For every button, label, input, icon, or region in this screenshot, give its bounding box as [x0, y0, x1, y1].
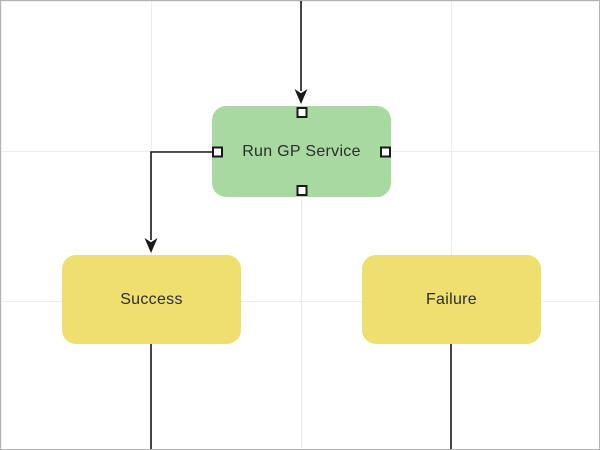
arrowhead-run-gp-to-success [144, 238, 158, 253]
connection-handle-right[interactable] [380, 146, 391, 157]
node-success[interactable]: Success [62, 255, 241, 344]
node-run-gp-service[interactable]: Run GP Service [212, 106, 391, 197]
connection-handle-top[interactable] [296, 107, 307, 118]
connection-handle-left[interactable] [212, 146, 223, 157]
node-label: Success [120, 290, 183, 308]
node-failure[interactable]: Failure [362, 255, 541, 344]
connector-run-gp-to-success[interactable] [150, 151, 212, 240]
node-label: Run GP Service [242, 142, 361, 160]
connection-handle-bottom[interactable] [296, 185, 307, 196]
arrowhead-incoming-top [294, 89, 308, 104]
node-label: Failure [425, 290, 477, 308]
